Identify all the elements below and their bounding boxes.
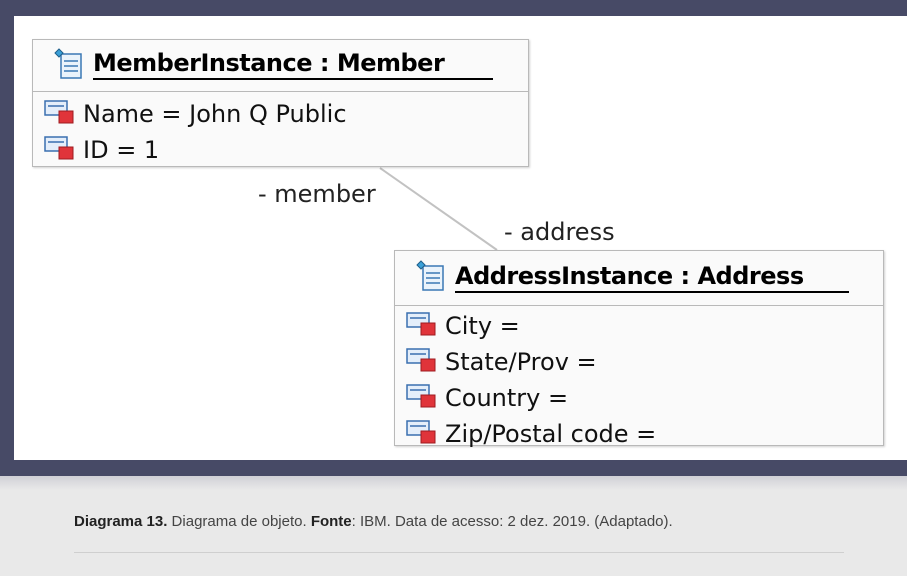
attribute-icon: [405, 381, 437, 415]
address-attribute-row: State/Prov =: [405, 344, 883, 380]
address-attribute-label: Country =: [445, 384, 569, 412]
frame-shadow: [0, 476, 907, 490]
member-attribute-label: Name = John Q Public: [83, 100, 347, 128]
caption-source-text: : IBM. Data de acesso: 2 dez. 2019. (Ada…: [351, 513, 673, 530]
class-instance-icon: [415, 260, 447, 296]
member-instance-box[interactable]: MemberInstance : Member Name = John Q Pu…: [32, 39, 529, 167]
member-role-label: - member: [258, 180, 376, 208]
address-attribute-row: Country =: [405, 380, 883, 416]
address-instance-title: AddressInstance : Address: [455, 264, 849, 293]
attribute-icon: [405, 417, 437, 451]
caption-description: Diagrama de objeto.: [167, 513, 311, 530]
attribute-icon: [43, 97, 75, 131]
attribute-icon: [405, 309, 437, 343]
class-instance-icon: [53, 47, 85, 84]
address-role-label: - address: [504, 218, 615, 246]
address-instance-header: AddressInstance : Address: [395, 251, 883, 306]
member-instance-title: MemberInstance : Member: [93, 51, 493, 80]
member-attribute-label: ID = 1: [83, 136, 160, 164]
address-instance-box[interactable]: AddressInstance : Address City =: [394, 250, 884, 448]
attribute-icon: [43, 133, 75, 167]
diagram-canvas: MemberInstance : Member Name = John Q Pu…: [14, 16, 907, 460]
member-instance-header: MemberInstance : Member: [33, 40, 528, 92]
figure-caption: Diagrama 13. Diagrama de objeto. Fonte: …: [74, 513, 844, 530]
diagram-frame: MemberInstance : Member Name = John Q Pu…: [0, 0, 907, 476]
address-attribute-label: City =: [445, 312, 520, 340]
address-attribute-label: Zip/Postal code =: [445, 420, 657, 448]
address-attribute-row: City =: [405, 308, 883, 344]
address-attribute-label: State/Prov =: [445, 348, 597, 376]
address-attribute-row: Zip/Postal code =: [405, 416, 883, 452]
caption-label: Diagrama 13.: [74, 513, 168, 530]
caption-divider: [74, 552, 844, 553]
member-attribute-row: ID = 1: [43, 132, 528, 168]
attribute-icon: [405, 345, 437, 379]
member-attribute-row: Name = John Q Public: [43, 96, 528, 132]
caption-source-label: Fonte: [310, 513, 352, 530]
